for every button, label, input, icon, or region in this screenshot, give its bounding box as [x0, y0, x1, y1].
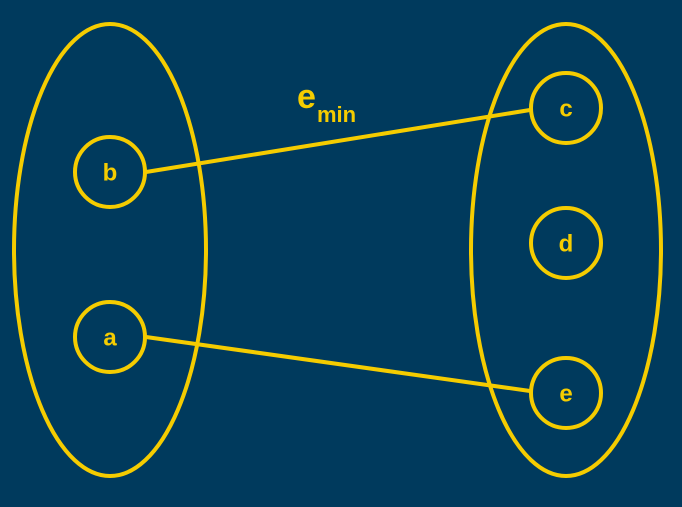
edge-b-c-min	[145, 108, 531, 174]
node-e	[529, 356, 603, 430]
node-a-label: a	[103, 325, 117, 352]
right-partition	[469, 22, 663, 478]
left-partition	[12, 22, 208, 478]
node-b-label: b	[103, 160, 118, 187]
edge-label-subscript: min	[317, 102, 356, 127]
node-b	[73, 135, 147, 209]
edge-label-main: e	[297, 78, 316, 116]
node-d	[529, 206, 603, 280]
node-d-label: d	[559, 231, 574, 258]
node-a	[73, 300, 147, 374]
edge-a-e	[145, 335, 531, 393]
node-e-label: e	[559, 381, 572, 408]
node-c-label: c	[559, 96, 572, 123]
node-c	[529, 71, 603, 145]
